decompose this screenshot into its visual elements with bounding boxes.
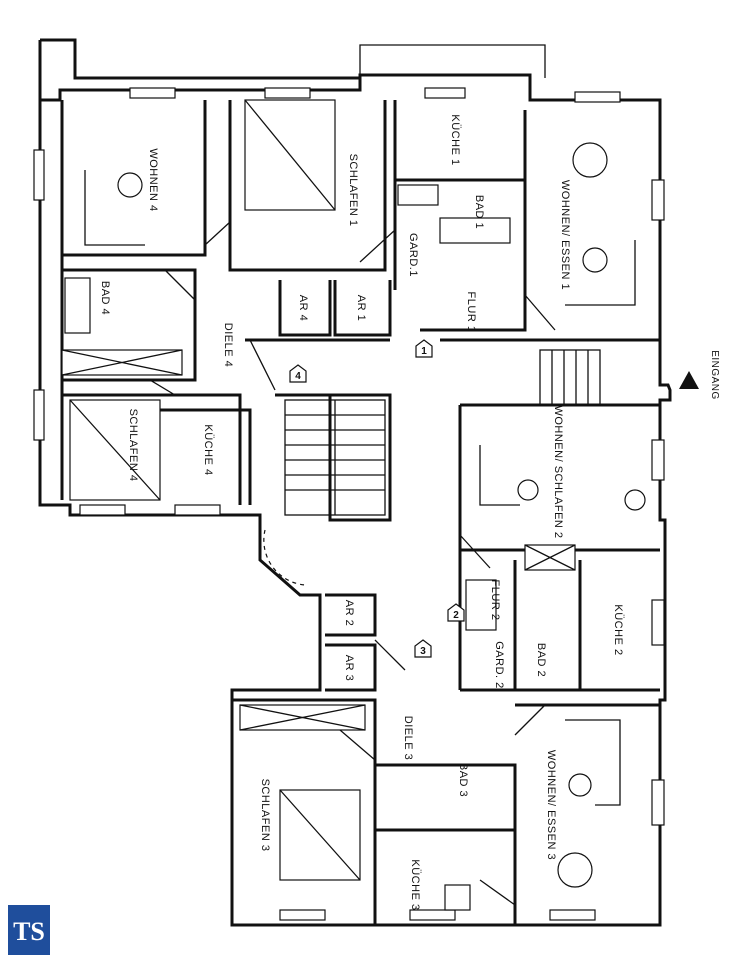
label-flur-2: FLUR 2 xyxy=(489,580,501,621)
label-schlafen-4: SCHLAFEN 4 xyxy=(127,409,139,482)
label-diele-3: DIELE 3 xyxy=(402,716,414,760)
label-bad-3: BAD 3 xyxy=(457,763,469,797)
unit-markers: 4 1 2 3 xyxy=(289,339,465,658)
label-kueche-3: KÜCHE 3 xyxy=(409,859,421,910)
label-gard-1: GARD.1 xyxy=(407,233,419,277)
logo-text: TS xyxy=(13,917,45,946)
windows xyxy=(33,87,665,921)
label-eingang: EINGANG xyxy=(709,350,720,400)
label-kueche-2: KÜCHE 2 xyxy=(612,604,624,655)
label-flur-1: FLUR 1 xyxy=(465,292,477,333)
label-schlafen-1: SCHLAFEN 1 xyxy=(347,154,359,227)
furniture xyxy=(61,99,646,911)
unit-marker-1: 1 xyxy=(421,346,427,357)
room-labels: WOHNEN 4 SCHLAFEN 1 KÜCHE 1 BAD 1 GARD.1… xyxy=(99,114,720,910)
label-ar-1: AR 1 xyxy=(355,295,367,321)
doors xyxy=(149,221,556,906)
staircase xyxy=(263,349,601,586)
unit-marker-4: 4 xyxy=(295,371,301,382)
company-logo: TS xyxy=(8,905,50,955)
label-bad-2: BAD 2 xyxy=(535,643,547,677)
label-ar-2: AR 2 xyxy=(343,600,355,626)
label-bad-1: BAD 1 xyxy=(473,195,485,229)
label-bad-4: BAD 4 xyxy=(99,281,111,315)
label-gard-2: GARD. 2 xyxy=(493,641,505,689)
label-wohnen-schlafen-2: WOHNEN/ SCHLAFEN 2 xyxy=(552,405,564,538)
label-wohnen-essen-1: WOHNEN/ ESSEN 1 xyxy=(559,180,571,290)
label-diele-4: DIELE 4 xyxy=(222,323,234,367)
interior-walls xyxy=(62,100,660,925)
unit-marker-3: 3 xyxy=(420,646,426,657)
label-kueche-4: KÜCHE 4 xyxy=(202,424,214,475)
exterior-walls xyxy=(38,38,672,927)
label-ar-3: AR 3 xyxy=(343,655,355,681)
label-wohnen-essen-3: WOHNEN/ ESSEN 3 xyxy=(545,750,557,860)
label-kueche-1: KÜCHE 1 xyxy=(449,114,461,165)
entrance-arrow-icon xyxy=(679,371,699,389)
label-schlafen-3: SCHLAFEN 3 xyxy=(259,779,271,852)
label-wohnen-4: WOHNEN 4 xyxy=(147,148,159,211)
label-ar-4: AR 4 xyxy=(297,295,309,321)
unit-marker-2: 2 xyxy=(453,610,459,621)
